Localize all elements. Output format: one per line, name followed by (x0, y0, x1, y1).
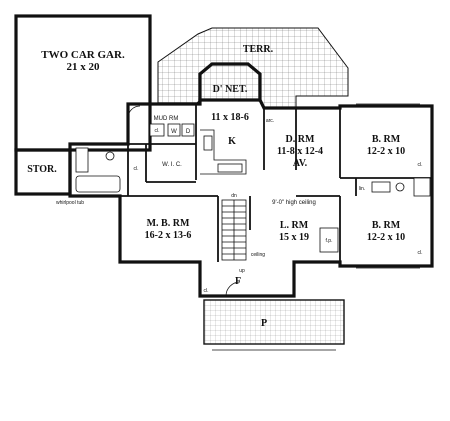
foyer-label: F (235, 276, 241, 287)
bedroom2-name: B. RM (372, 220, 401, 231)
washer-label: W (171, 129, 177, 135)
bedroom2-size: 12-2 x 10 (367, 232, 405, 243)
garage-size: 21 x 20 (67, 61, 101, 73)
kitchen-counter (200, 129, 247, 175)
dinette-name: D' NET. (213, 84, 248, 95)
garage-name: TWO CAR GAR. (41, 49, 125, 61)
stair-up-label: up (239, 268, 245, 274)
toilet-hall (395, 182, 405, 192)
dryer-label: D (186, 129, 191, 135)
kitchen-island (217, 163, 243, 173)
arch-label: arc. (266, 118, 274, 124)
dinette-size: 11 x 18-6 (211, 112, 249, 123)
hall-vanity (371, 181, 391, 193)
foyer-closet: cl. (204, 288, 209, 294)
dinette-bay (198, 62, 262, 102)
bedroom2-closet: cl. (418, 250, 423, 256)
hall-tub (413, 177, 431, 197)
terrace-label: TERR. (243, 44, 274, 55)
toilet-master (105, 151, 115, 161)
bedroom1-closet: cl. (418, 162, 423, 168)
kitchen-sink (203, 135, 213, 151)
dining-size: 11-8 x 12-4 (277, 146, 323, 157)
wic-closet-label: cl. (134, 166, 139, 172)
living-size: 15 x 19 (279, 232, 309, 243)
garage-walls (14, 14, 152, 152)
ceiling-note: 9'-0" high ceiling (272, 200, 316, 206)
washer-box (167, 123, 181, 137)
mud-closet-label: cl. (155, 128, 160, 134)
bedroom1-name: B. RM (372, 134, 401, 145)
whirlpool-label: whirlpool tub (56, 200, 84, 206)
storage-label: STOR. (27, 164, 57, 175)
dining-extra: AV. (293, 158, 308, 169)
bedroom1-size: 12-2 x 10 (367, 146, 405, 157)
dryer-box (181, 123, 195, 137)
master-size: 16-2 x 13-6 (145, 230, 192, 241)
porch-label: P (261, 318, 267, 329)
front-door-swing (225, 281, 241, 297)
staircase (221, 199, 247, 261)
whirlpool-tub (75, 175, 121, 193)
mud-closet-box (149, 123, 165, 137)
dining-name: D. RM (286, 134, 315, 145)
master-vanity (75, 147, 89, 173)
linen-label: lin. (359, 186, 365, 192)
fireplace-label: f.p. (326, 238, 333, 244)
house-outer-walls (68, 98, 434, 298)
fireplace-box (319, 227, 339, 253)
porch-area (203, 299, 345, 345)
stair-down-label: dn (231, 193, 237, 199)
ceiling-label: ceiling (251, 252, 265, 258)
master-name: M. B. RM (147, 218, 190, 229)
kitchen-label: K (228, 136, 236, 147)
wic-label: W. I. C. (162, 162, 182, 168)
garage-door-swing (127, 105, 141, 119)
living-name: L. RM (280, 220, 309, 231)
mud-room-label: MUD RM (154, 116, 179, 122)
